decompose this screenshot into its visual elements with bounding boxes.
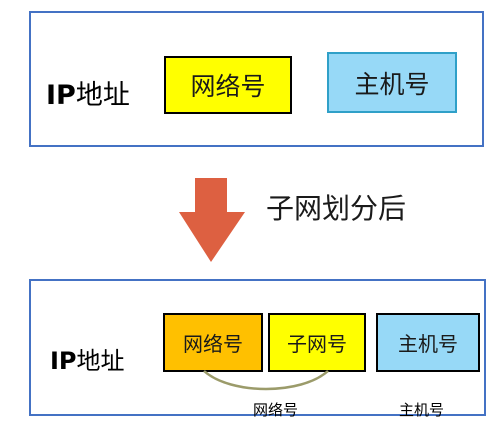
ip-prefix: IP	[50, 347, 77, 375]
host-id-box: 主机号	[376, 313, 480, 372]
subnet-id-box: 子网号	[268, 313, 366, 372]
host-caption: 主机号	[399, 401, 445, 419]
subnetting-label: 子网划分后	[266, 192, 407, 225]
ip-prefix: IP	[46, 80, 76, 111]
network-id-box: 网络号	[164, 56, 292, 114]
ip-address-label: IP地址	[46, 73, 130, 112]
ip-suffix: 地址	[76, 347, 125, 375]
after-subnetting-panel: IP地址 网络号 子网号 主机号 网络号 主机号	[29, 279, 486, 419]
ip-suffix: 地址	[75, 80, 130, 111]
ip-address-label: IP地址	[50, 341, 125, 376]
before-subnetting-panel: IP地址 网络号 主机号	[29, 11, 484, 147]
down-arrow-icon	[179, 178, 245, 262]
grouping-brace	[203, 370, 329, 391]
host-id-box: 主机号	[327, 52, 457, 113]
network-caption: 网络号	[253, 401, 299, 419]
network-id-box: 网络号	[163, 313, 263, 372]
